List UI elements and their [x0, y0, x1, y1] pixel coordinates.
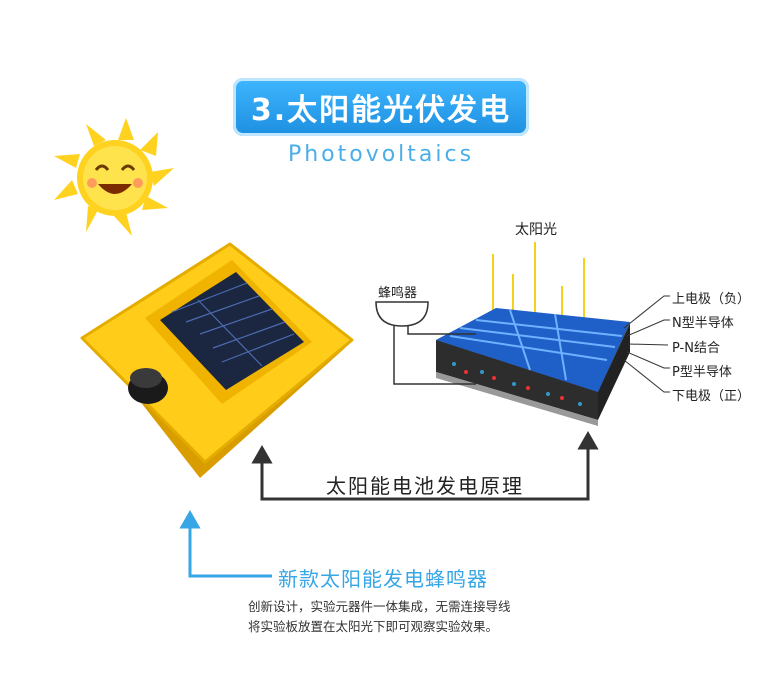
layer-label-p-type: P型半导体: [672, 365, 732, 380]
layer-leader-lines: [623, 295, 670, 393]
layer-label-top-electrode: 上电极（负）: [672, 292, 751, 307]
product-name: 新款太阳能发电蜂鸣器: [278, 567, 488, 591]
layer-label-bottom-electrode: 下电极（正）: [672, 389, 751, 404]
principle-label: 太阳能电池发电原理: [326, 474, 524, 498]
sun-icon: [54, 118, 174, 236]
buzzer-label: 蜂鸣器: [378, 286, 418, 301]
solar-cell-diagram: [436, 308, 630, 426]
product-description-line-1: 创新设计，实验元器件一体集成，无需连接导线: [248, 599, 511, 614]
principle-arrows: [251, 430, 599, 501]
layer-label-pn-junction: P-N结合: [672, 341, 720, 356]
buzzer-symbol: [375, 301, 476, 385]
layer-label-n-type: N型半导体: [672, 316, 734, 331]
sunlight-label: 太阳光: [515, 222, 557, 238]
product-pointer-arrow: [179, 509, 272, 578]
page-subtitle: Photovoltaics: [287, 142, 475, 167]
solar-buzzer-board: [80, 242, 354, 478]
product-description-line-2: 将实验板放置在太阳光下即可观察实验效果。: [248, 619, 499, 634]
page-title: 3.太阳能光伏发电: [233, 78, 529, 136]
